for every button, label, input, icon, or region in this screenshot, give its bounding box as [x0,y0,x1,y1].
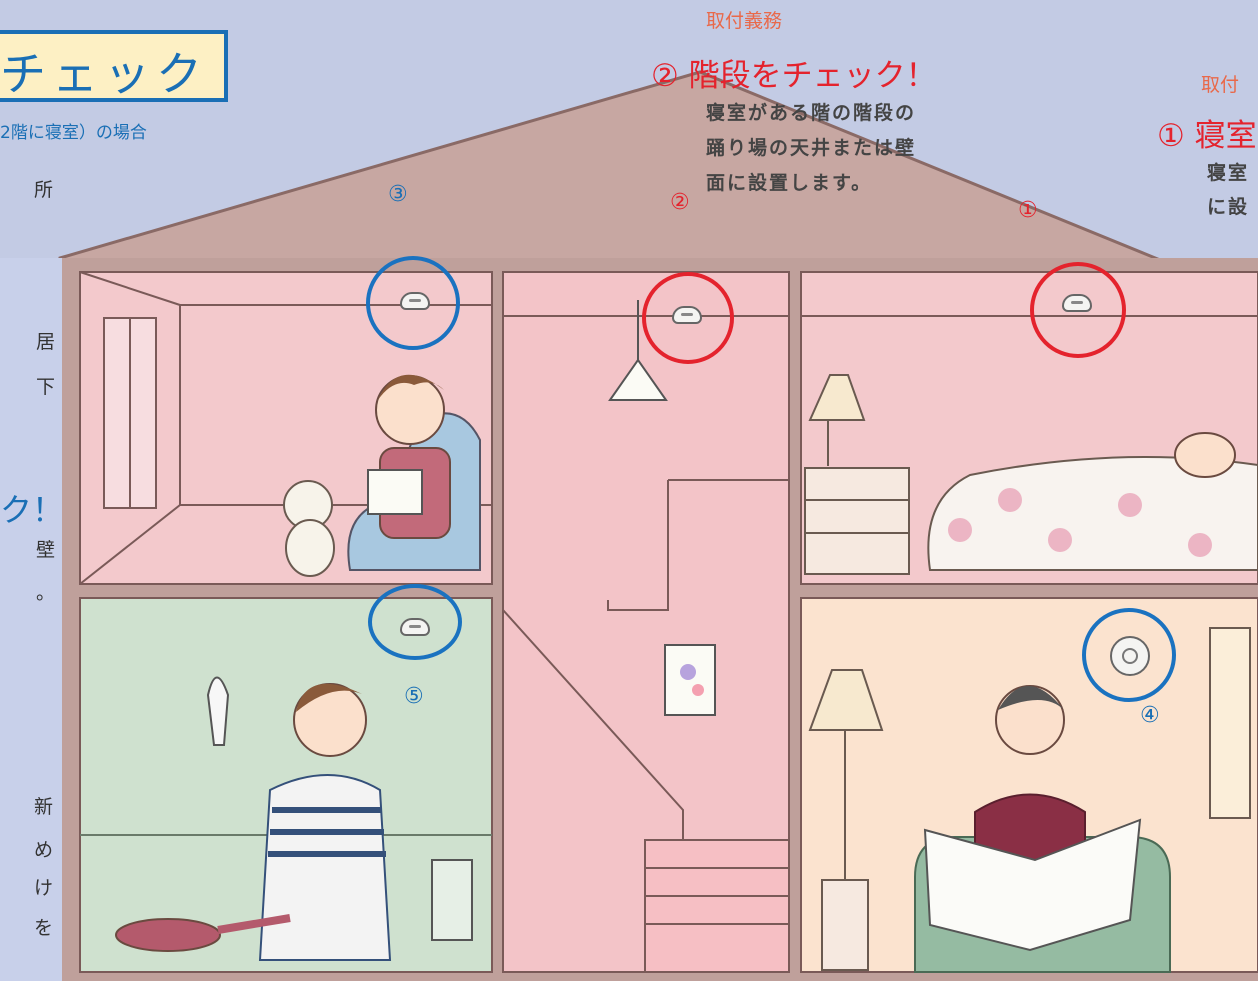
marker-2-number: ② [670,190,690,215]
marker-4-number: ④ [1140,703,1160,728]
book [367,469,423,515]
smoke-detector-kids-room [400,292,430,310]
marker-5-number: ⑤ [404,684,424,709]
stairs-desc-line-2: 踊り場の天井または壁 [706,137,917,159]
bedroom-desc-line-1: 寝室 [1207,162,1250,184]
sleeper-head [1174,432,1236,478]
title-text: チェック [0,47,208,101]
cook-body [258,774,392,961]
side-heading: ク！ [0,491,65,529]
title-box: チェック [0,30,228,102]
side-text-6: 新 [34,796,54,818]
newspaper [923,818,1142,952]
smoke-detector-bedroom [1062,294,1092,312]
subtitle-text: 2階に寝室）の場合 [0,123,147,143]
marker-4-ring [1082,608,1176,702]
smoke-detector-kitchen [400,618,430,636]
bedroom-required-label: 取付 [1201,74,1240,96]
side-text-5: 。 [36,582,56,604]
stairs-desc-line-1: 寝室がある階の階段の [706,102,917,124]
stairs-heading: ② 階段をチェック！ [651,58,937,94]
spatula [206,676,230,746]
cook-head [293,683,367,757]
marker-1-number: ① [1018,198,1038,223]
bedroom-heading: ① 寝室 [1157,118,1257,154]
side-text-3: 下 [36,376,56,398]
heat-detector-living-room [1110,636,1150,676]
left-side-panel [0,258,62,981]
right-window [1209,627,1251,819]
side-text-2: 居 [36,331,56,353]
bedroom-lamp [808,374,866,421]
floor-lamp [808,669,884,731]
jar [431,859,473,941]
side-text-1: 所 [34,179,54,201]
marker-2-ring [642,272,734,364]
nightstand [804,467,910,575]
bedroom-desc-line-2: に設 [1207,196,1250,218]
stairs-required-label: 取付義務 [706,10,783,32]
side-text-9: を [34,917,54,939]
marker-3-ring [366,256,460,350]
side-text-4: 壁 [36,539,56,561]
pendant-lamp [608,358,668,401]
framed-picture [664,644,716,716]
side-text-8: け [34,877,54,899]
marker-3-number: ③ [388,182,408,207]
marker-1-ring [1030,262,1126,358]
marker-5-ring [368,584,462,660]
smoke-detector-stairs [672,306,702,324]
frying-pan [115,918,221,952]
side-text-7: め [34,839,54,861]
stairs-desc-line-3: 面に設置します。 [706,172,873,194]
